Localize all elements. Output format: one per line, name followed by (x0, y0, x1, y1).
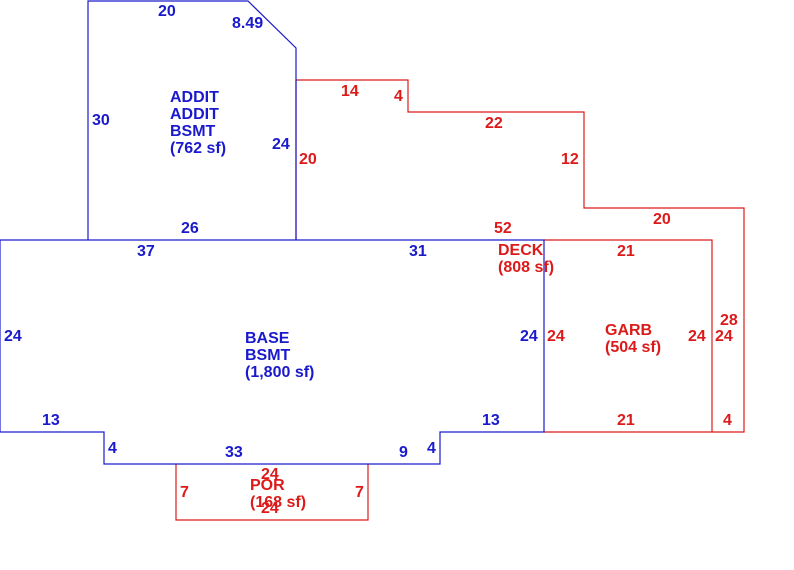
dim-base-33: 33 (225, 444, 243, 461)
por-name: POR (250, 477, 285, 494)
por-area-label: POR (168 sf) (250, 477, 306, 511)
dim-deck-24-right: 24 (715, 328, 733, 345)
deck-name: DECK (498, 242, 544, 259)
addit-name-line3: BSMT (170, 123, 216, 140)
dim-base-right: 24 (520, 328, 538, 345)
dim-garb-24-left: 24 (547, 328, 565, 345)
dim-base-13-right: 13 (482, 412, 500, 429)
dim-por-24-top: 24 (261, 466, 279, 483)
dim-addit-diag: 8.49 (232, 15, 264, 32)
dim-addit-right: 24 (272, 136, 290, 153)
por-outline (175, 464, 369, 521)
dim-por-24-bottom: 24 (261, 500, 279, 517)
dim-deck-20-right: 20 (653, 211, 671, 228)
garb-size: (504 sf) (605, 339, 662, 356)
base-outline (0, 239, 545, 465)
addit-size: (762 sf) (170, 140, 227, 157)
dim-deck-20-left: 20 (299, 151, 317, 168)
base-area-label: BASE BSMT (1,800 sf) (245, 330, 314, 381)
garb-name: GARB (605, 322, 653, 339)
deck-area-label: DECK (808 sf) (498, 242, 554, 276)
dim-base-9: 9 (399, 444, 408, 461)
dim-garb-21-bottom: 21 (617, 412, 635, 429)
addit-name-line2: ADDIT (170, 106, 219, 123)
dim-deck-4: 4 (394, 88, 403, 105)
base-size: (1,800 sf) (245, 364, 315, 381)
dim-addit-bottom: 26 (181, 220, 199, 237)
dim-addit-top: 20 (158, 3, 176, 20)
dim-base-4-left: 4 (108, 440, 117, 457)
dim-base-37: 37 (137, 243, 155, 260)
dim-base-31: 31 (409, 243, 427, 260)
dim-base-13-left: 13 (42, 412, 60, 429)
dim-por-7-right: 7 (355, 484, 364, 501)
deck-size: (808 sf) (498, 259, 555, 276)
dim-addit-left: 30 (92, 112, 110, 129)
dim-deck-4-bottom: 4 (723, 412, 732, 429)
base-name-line2: BSMT (245, 347, 291, 364)
dim-deck-14: 14 (341, 83, 359, 100)
addit-outline (87, 0, 297, 240)
garb-area-label: GARB (504 sf) (605, 322, 661, 356)
garb-outline (544, 239, 713, 433)
dim-por-7-left: 7 (180, 484, 189, 501)
dim-deck-52: 52 (494, 220, 512, 237)
addit-area-label: ADDIT ADDIT BSMT (762 sf) (170, 89, 226, 157)
deck-outline (295, 79, 745, 433)
dim-base-left: 24 (4, 328, 22, 345)
base-name-line1: BASE (245, 330, 290, 347)
dim-deck-28: 28 (720, 312, 738, 329)
por-size: (168 sf) (250, 494, 307, 511)
dim-garb-21-top: 21 (617, 243, 635, 260)
dim-deck-22: 22 (485, 115, 503, 132)
addit-name-line1: ADDIT (170, 89, 219, 106)
dim-base-4-right: 4 (427, 440, 436, 457)
dim-deck-12: 12 (561, 151, 579, 168)
dim-garb-24-right: 24 (688, 328, 706, 345)
